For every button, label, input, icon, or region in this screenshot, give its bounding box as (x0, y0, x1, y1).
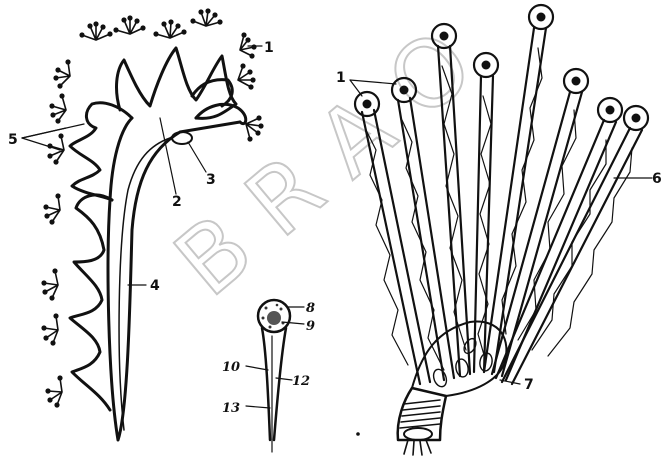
label-12: 12 (292, 374, 310, 389)
label-6: 6 (652, 171, 661, 187)
colony-left-edge (70, 195, 112, 410)
label-8: 8 (306, 301, 315, 316)
fan-base-roots (404, 440, 431, 455)
single-cell-figure: 8 9 10 12 13 (222, 300, 315, 452)
label-7: 7 (524, 377, 534, 393)
stalk-8 (502, 106, 648, 384)
cell-stalk (262, 328, 286, 440)
label-13: 13 (222, 401, 240, 416)
cell-nucleus (267, 311, 281, 325)
label-4: 4 (150, 278, 160, 294)
colony-bud (172, 132, 192, 144)
fan-base-opening (404, 428, 432, 440)
label-2: 2 (172, 194, 182, 210)
label-1-polyp: 1 (264, 40, 274, 56)
label-9: 9 (306, 319, 315, 334)
label-3: 3 (206, 172, 216, 188)
speck (356, 432, 360, 436)
watermark-text: B R A O (155, 10, 492, 317)
label-1-head: 1 (336, 70, 346, 86)
fan-base-hatching (400, 400, 440, 428)
label-10: 10 (222, 360, 240, 375)
label-5: 5 (8, 132, 18, 148)
watermark: B R A O (155, 10, 492, 317)
